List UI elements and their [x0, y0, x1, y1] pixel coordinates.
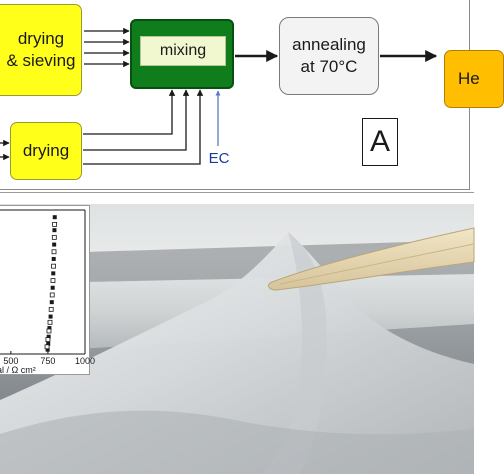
data-points: [44, 215, 58, 352]
data-point: [52, 215, 57, 220]
ec-label: EC: [208, 150, 230, 167]
drying-sieving-box: drying & sieving: [0, 4, 82, 96]
mixing-label-panel: mixing: [140, 36, 226, 66]
mixing-label: mixing: [159, 42, 207, 59]
data-point: [50, 285, 55, 290]
inset-chart-svg: 500 750 1000 al / Ω cm²: [0, 209, 95, 375]
x-ticks: 500 750 1000: [3, 351, 95, 366]
drying-sieving-label: drying & sieving: [6, 29, 76, 70]
data-point: [46, 341, 51, 346]
data-point: [52, 242, 57, 247]
data-point: [51, 249, 57, 255]
arrow-drying-to-mixing-1: [83, 89, 176, 135]
data-point: [47, 326, 52, 331]
data-point: [48, 306, 54, 312]
flow-arrows: [0, 27, 438, 165]
data-point: [46, 334, 51, 339]
hot-press-box: He: [444, 50, 504, 108]
tweezer-edge: [279, 243, 475, 285]
data-point: [51, 234, 57, 240]
membrane-lower-fold: [0, 410, 474, 474]
data-point: [51, 263, 56, 269]
data-point: [44, 344, 50, 350]
data-point: [45, 337, 51, 343]
mixing-box: mixing: [130, 19, 234, 89]
drying-box: drying: [10, 122, 82, 180]
membrane-photo-drawing: [0, 227, 475, 474]
x-tick-label: 1000: [75, 356, 95, 366]
data-point: [46, 328, 52, 334]
tweezer-tip: [268, 227, 475, 291]
inset-chart: 500 750 1000 al / Ω cm²: [0, 205, 95, 375]
x-tick-label: 750: [40, 356, 55, 366]
annealing-box: annealing at 70°C: [279, 17, 379, 95]
data-point: [49, 300, 54, 305]
arrow-drying-to-mixing-3: [83, 89, 204, 165]
data-point: [52, 228, 57, 233]
flow-diagram-panel: drying & sieving drying mixing annealing…: [0, 0, 504, 193]
data-point: [52, 221, 58, 227]
x-tick-label: 500: [3, 356, 18, 366]
data-point: [50, 278, 56, 283]
data-point: [45, 347, 50, 352]
data-point: [47, 319, 53, 325]
annealing-label: annealing at 70°C: [292, 35, 366, 76]
data-point: [51, 271, 56, 276]
x-axis-label: al / Ω cm²: [0, 365, 36, 375]
membrane-fold-shadow: [262, 232, 327, 474]
data-point: [49, 292, 55, 298]
data-point: [48, 314, 53, 319]
arrow-drying-to-mixing-2: [83, 89, 190, 151]
panel-label-a: A: [362, 118, 398, 166]
hot-press-label: He: [458, 69, 480, 88]
drying-label: drying: [22, 141, 70, 160]
data-point: [51, 256, 56, 261]
